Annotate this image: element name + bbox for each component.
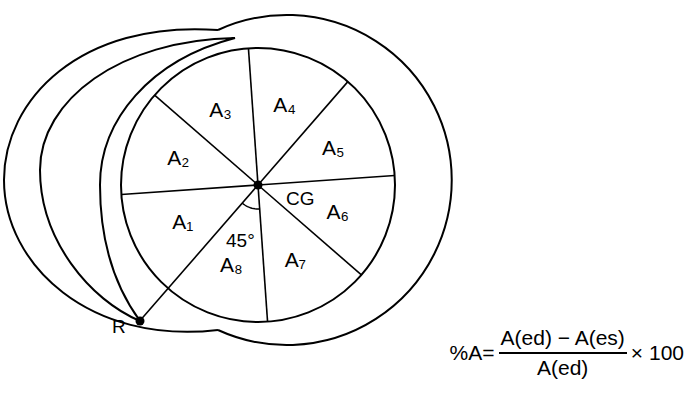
sector-label: A₄ [273, 93, 296, 116]
sector-region: A₄ [273, 93, 296, 117]
sector-region: A₇ [285, 248, 306, 272]
sector-divider [140, 185, 258, 321]
sector-region: A₂ [167, 146, 189, 170]
sector-region: A₈ [220, 253, 243, 277]
formula-factor: × 100 [631, 341, 684, 365]
angle-label: 45° [226, 230, 255, 252]
sector-label: A₁ [172, 210, 193, 233]
lv-endocardium [121, 48, 395, 322]
sector-label: A₂ [167, 146, 189, 169]
formula-lhs: %A= [450, 341, 495, 365]
percent-area-formula: %A=A(ed) − A(es)A(ed)× 100 [450, 326, 684, 380]
sector-divider [248, 48, 258, 185]
formula-numerator: A(ed) − A(es) [499, 326, 627, 354]
reference-point-label: R [112, 316, 126, 338]
sector-label: A₇ [285, 248, 306, 271]
sector-divider [155, 95, 258, 185]
sector-divider [258, 185, 361, 275]
center-of-gravity-label: CG [286, 188, 315, 210]
sector-divider [258, 82, 348, 185]
formula-denominator: A(ed) [537, 354, 588, 380]
sector-divider [258, 185, 268, 322]
formula-fraction: A(ed) − A(es)A(ed) [499, 326, 627, 380]
sector-label: A₆ [326, 200, 348, 223]
sector-region: A₃ [209, 98, 232, 122]
reference-point-dot [136, 317, 145, 326]
sector-region: A₆ [326, 200, 348, 224]
center-of-gravity-dot [254, 181, 263, 190]
sector-divider [121, 185, 258, 195]
sector-divider [258, 175, 395, 185]
sector-label: A₈ [220, 253, 243, 276]
angle-arc [242, 203, 259, 209]
sector-region: A₁ [172, 210, 193, 234]
sector-label: A₅ [322, 136, 344, 159]
sector-region: A₅ [322, 136, 344, 160]
sector-label: A₃ [209, 98, 232, 121]
